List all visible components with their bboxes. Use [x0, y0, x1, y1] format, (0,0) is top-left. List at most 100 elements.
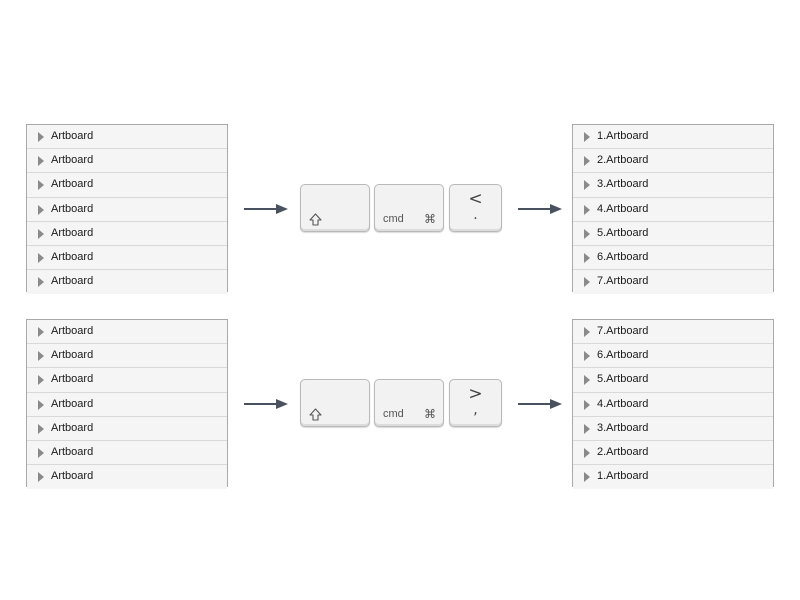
layer-row[interactable]: 6.Artboard: [573, 245, 773, 271]
disclosure-triangle-icon[interactable]: [38, 375, 44, 386]
layer-label: 3.Artboard: [597, 421, 649, 434]
shift-icon: [309, 213, 322, 226]
layer-row[interactable]: 5.Artboard: [573, 221, 773, 246]
layer-label: Artboard: [51, 178, 94, 191]
disclosure-triangle-icon[interactable]: [38, 132, 44, 142]
layer-label: 6.Artboard: [597, 349, 649, 362]
layer-list-before-top: Artboard Artboard Artboard Artboard Artb…: [26, 124, 228, 295]
layer-label: Artboard: [51, 154, 94, 167]
disclosure-triangle-icon[interactable]: [38, 156, 44, 167]
greater-than-symbol: >: [468, 384, 483, 404]
layer-row[interactable]: Artboard: [27, 416, 227, 441]
disclosure-triangle-icon[interactable]: [584, 252, 590, 263]
disclosure-triangle-icon[interactable]: [584, 423, 590, 434]
command-icon: ⌘: [424, 407, 436, 421]
layer-row[interactable]: Artboard: [27, 270, 227, 295]
layer-label: Artboard: [51, 202, 94, 215]
command-key: cmd ⌘: [374, 379, 444, 427]
layer-row[interactable]: Artboard: [27, 392, 227, 417]
disclosure-triangle-icon[interactable]: [584, 156, 590, 167]
layer-row[interactable]: Artboard: [27, 440, 227, 466]
disclosure-triangle-icon[interactable]: [38, 399, 44, 410]
disclosure-triangle-icon[interactable]: [584, 180, 590, 191]
right-arrow-icon: [518, 204, 562, 214]
layer-label: 4.Artboard: [597, 202, 649, 215]
layer-row[interactable]: 2.Artboard: [573, 149, 773, 174]
layer-row[interactable]: Artboard: [27, 465, 227, 490]
disclosure-triangle-icon[interactable]: [584, 132, 590, 142]
command-key-label: cmd: [383, 408, 404, 420]
layer-row[interactable]: 1.Artboard: [573, 465, 773, 490]
layer-row[interactable]: 4.Artboard: [573, 197, 773, 222]
layer-row[interactable]: Artboard: [27, 245, 227, 271]
shift-key: [300, 379, 370, 427]
layer-label: Artboard: [51, 325, 94, 337]
layer-label: 3.Artboard: [597, 178, 649, 191]
layer-label: Artboard: [51, 421, 94, 434]
disclosure-triangle-icon[interactable]: [584, 204, 590, 215]
disclosure-triangle-icon[interactable]: [584, 375, 590, 386]
layer-label: Artboard: [51, 373, 94, 386]
layer-row[interactable]: Artboard: [27, 221, 227, 246]
keyboard-shortcut-bottom: cmd ⌘ > ,: [300, 379, 502, 429]
disclosure-triangle-icon[interactable]: [38, 252, 44, 263]
command-key-label: cmd: [383, 213, 404, 225]
disclosure-triangle-icon[interactable]: [38, 472, 44, 483]
layer-row[interactable]: Artboard: [27, 149, 227, 174]
layer-row[interactable]: 7.Artboard: [573, 270, 773, 295]
period-symbol: .: [473, 207, 478, 223]
layer-row[interactable]: 7.Artboard: [573, 320, 773, 345]
layer-label: Artboard: [51, 470, 94, 483]
layer-label: 1.Artboard: [597, 470, 649, 483]
layer-row[interactable]: Artboard: [27, 173, 227, 198]
disclosure-triangle-icon[interactable]: [38, 351, 44, 362]
disclosure-triangle-icon[interactable]: [38, 228, 44, 239]
layer-list-before-bottom: Artboard Artboard Artboard Artboard Artb…: [26, 319, 228, 490]
disclosure-triangle-icon[interactable]: [38, 277, 44, 288]
layer-row[interactable]: 5.Artboard: [573, 368, 773, 393]
layer-label: 5.Artboard: [597, 226, 649, 239]
layer-row[interactable]: 2.Artboard: [573, 440, 773, 466]
layer-row[interactable]: 1.Artboard: [573, 125, 773, 150]
layer-row[interactable]: 4.Artboard: [573, 392, 773, 417]
shift-key: [300, 184, 370, 232]
layer-label: 2.Artboard: [597, 445, 649, 458]
disclosure-triangle-icon[interactable]: [584, 472, 590, 483]
period-key: < .: [449, 184, 502, 232]
layer-row[interactable]: 3.Artboard: [573, 173, 773, 198]
right-arrow-icon: [244, 204, 288, 214]
disclosure-triangle-icon[interactable]: [584, 447, 590, 458]
disclosure-triangle-icon[interactable]: [38, 327, 44, 337]
disclosure-triangle-icon[interactable]: [584, 277, 590, 288]
layer-row[interactable]: Artboard: [27, 344, 227, 369]
disclosure-triangle-icon[interactable]: [38, 204, 44, 215]
disclosure-triangle-icon[interactable]: [38, 423, 44, 434]
layer-label: Artboard: [51, 226, 94, 239]
shift-icon: [309, 408, 322, 421]
layer-row[interactable]: Artboard: [27, 125, 227, 150]
command-icon: ⌘: [424, 212, 436, 226]
layer-label: Artboard: [51, 130, 94, 142]
disclosure-triangle-icon[interactable]: [584, 228, 590, 239]
layer-list-after-bottom: 7.Artboard 6.Artboard 5.Artboard 4.Artbo…: [572, 319, 774, 490]
layer-label: 6.Artboard: [597, 250, 649, 263]
right-arrow-icon: [518, 399, 562, 409]
layer-row[interactable]: Artboard: [27, 197, 227, 222]
disclosure-triangle-icon[interactable]: [38, 180, 44, 191]
layer-label: 7.Artboard: [597, 275, 649, 288]
disclosure-triangle-icon[interactable]: [584, 351, 590, 362]
layer-label: Artboard: [51, 349, 94, 362]
layer-row[interactable]: 3.Artboard: [573, 416, 773, 441]
disclosure-triangle-icon[interactable]: [584, 399, 590, 410]
layer-label: 4.Artboard: [597, 397, 649, 410]
layer-list-after-top: 1.Artboard 2.Artboard 3.Artboard 4.Artbo…: [572, 124, 774, 295]
command-key: cmd ⌘: [374, 184, 444, 232]
disclosure-triangle-icon[interactable]: [38, 447, 44, 458]
right-arrow-icon: [244, 399, 288, 409]
disclosure-triangle-icon[interactable]: [584, 327, 590, 337]
layer-row[interactable]: Artboard: [27, 320, 227, 345]
layer-label: Artboard: [51, 275, 94, 288]
less-than-symbol: <: [468, 189, 483, 209]
layer-row[interactable]: Artboard: [27, 368, 227, 393]
layer-row[interactable]: 6.Artboard: [573, 344, 773, 369]
